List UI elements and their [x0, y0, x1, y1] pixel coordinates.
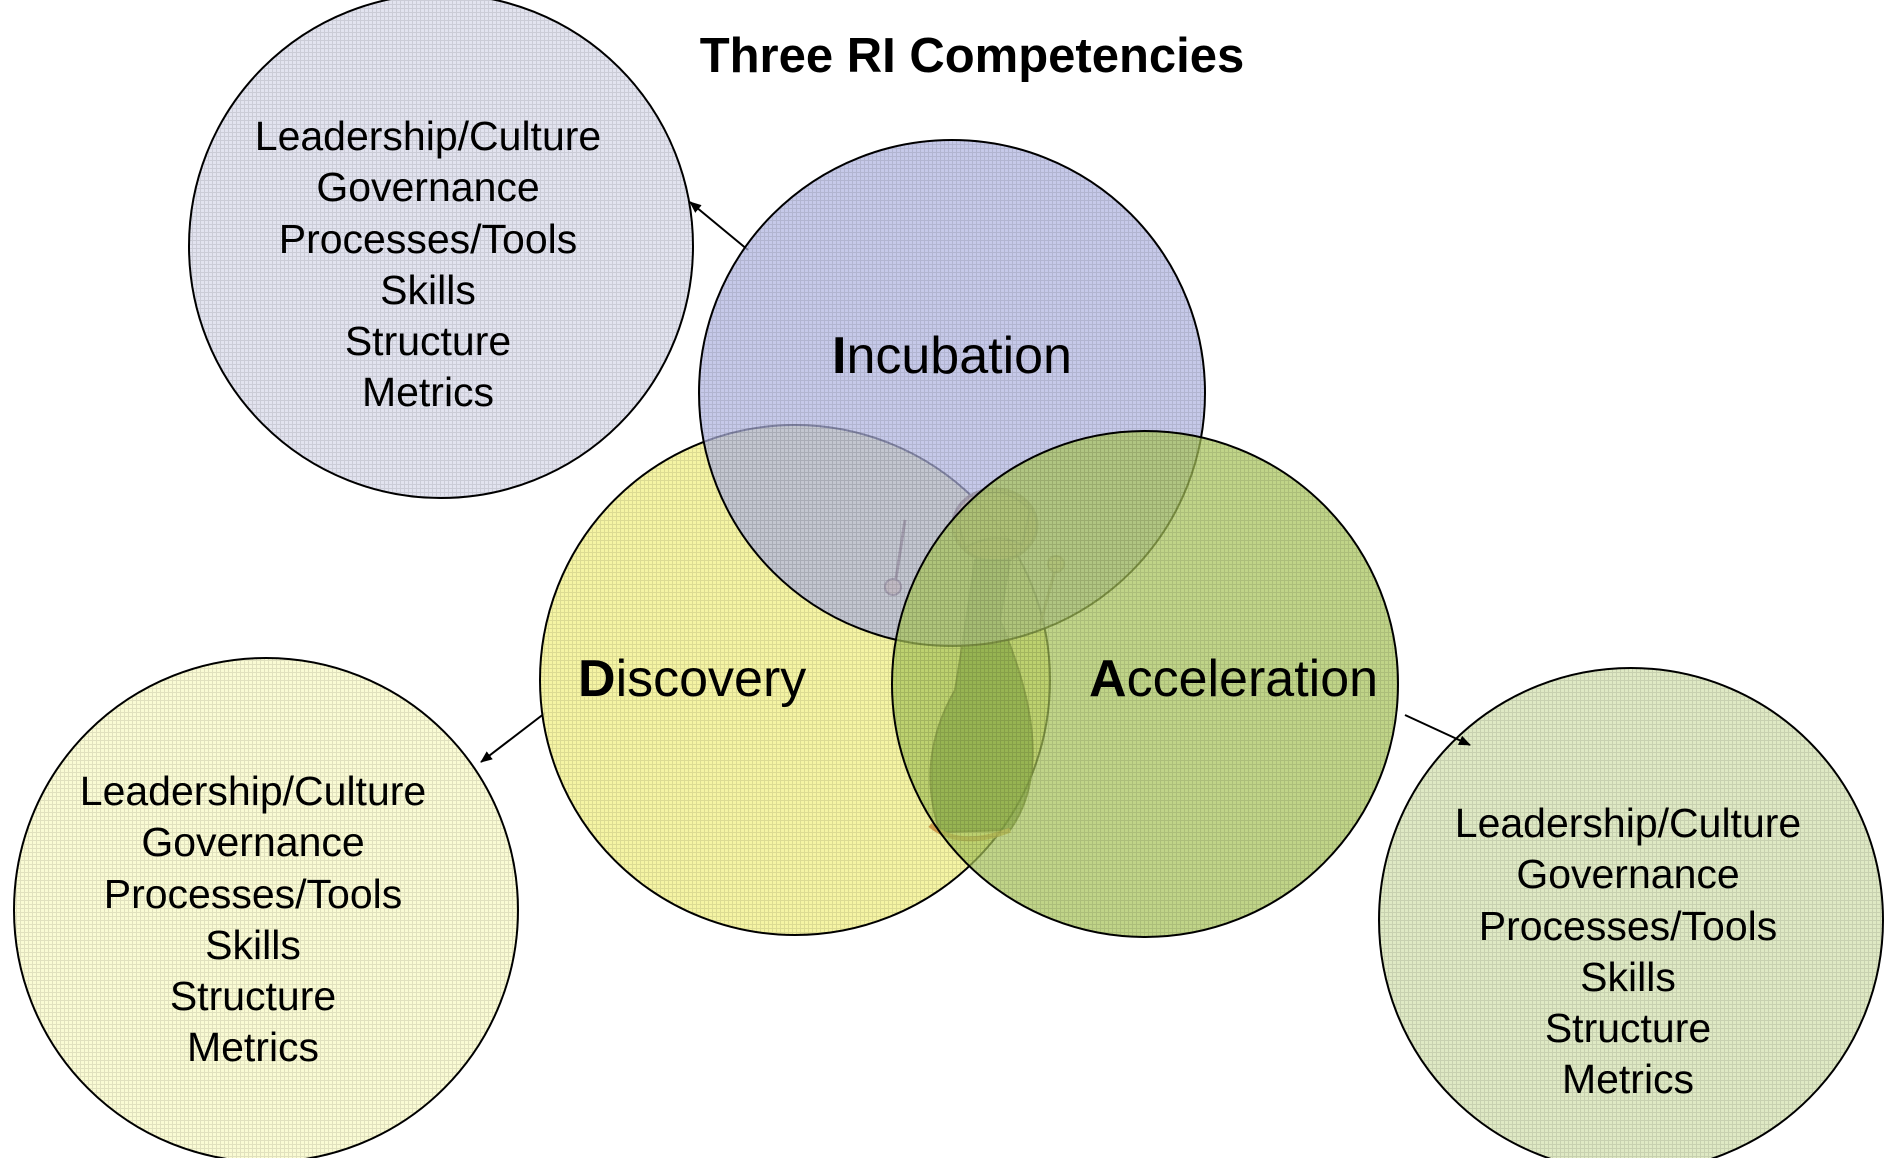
detail-item: Skills	[1580, 953, 1676, 1000]
acceleration-arrow	[1404, 714, 1471, 746]
detail-item: Skills	[380, 266, 476, 313]
incubation-label-rest: ncubation	[846, 327, 1072, 385]
discovery-detail-list: Leadership/Culture Governance Processes/…	[43, 766, 463, 1074]
page-title: Three RI Competencies	[699, 29, 1245, 83]
detail-item: Structure	[1544, 1005, 1712, 1052]
acceleration-label-rest: cceleration	[1126, 650, 1379, 708]
discovery-label: Discovery	[578, 649, 806, 709]
detail-item: Processes/Tools	[103, 870, 403, 917]
detail-item: Governance	[316, 164, 540, 211]
acceleration-detail-list: Leadership/Culture Governance Processes/…	[1418, 798, 1838, 1106]
detail-item: Leadership/Culture	[1454, 800, 1802, 846]
detail-item: Metrics	[1561, 1056, 1695, 1103]
discovery-arrow	[480, 712, 546, 763]
incubation-label: Incubation	[832, 326, 1072, 386]
detail-item: Processes/Tools	[1478, 902, 1778, 949]
detail-item: Leadership/Culture	[79, 768, 427, 814]
detail-item: Structure	[344, 318, 512, 365]
detail-item: Metrics	[361, 369, 495, 416]
detail-item: Structure	[169, 973, 337, 1020]
discovery-initial: D	[578, 650, 616, 708]
acceleration-circle	[891, 430, 1399, 938]
discovery-label-rest: iscovery	[615, 650, 807, 708]
discovery-detail-circle	[13, 657, 519, 1158]
acceleration-initial: A	[1089, 650, 1127, 708]
detail-item: Leadership/Culture	[254, 113, 602, 159]
detail-item: Processes/Tools	[278, 215, 578, 262]
detail-item: Governance	[141, 819, 365, 866]
detail-item: Governance	[1516, 851, 1740, 898]
incubation-detail-circle	[188, 0, 694, 499]
detail-item: Metrics	[186, 1024, 320, 1071]
incubation-initial: I	[832, 327, 847, 385]
incubation-arrow	[689, 201, 749, 251]
acceleration-label: Acceleration	[1089, 649, 1378, 709]
incubation-detail-list: Leadership/Culture Governance Processes/…	[218, 111, 638, 419]
detail-item: Skills	[205, 921, 301, 968]
acceleration-detail-circle	[1378, 667, 1884, 1158]
